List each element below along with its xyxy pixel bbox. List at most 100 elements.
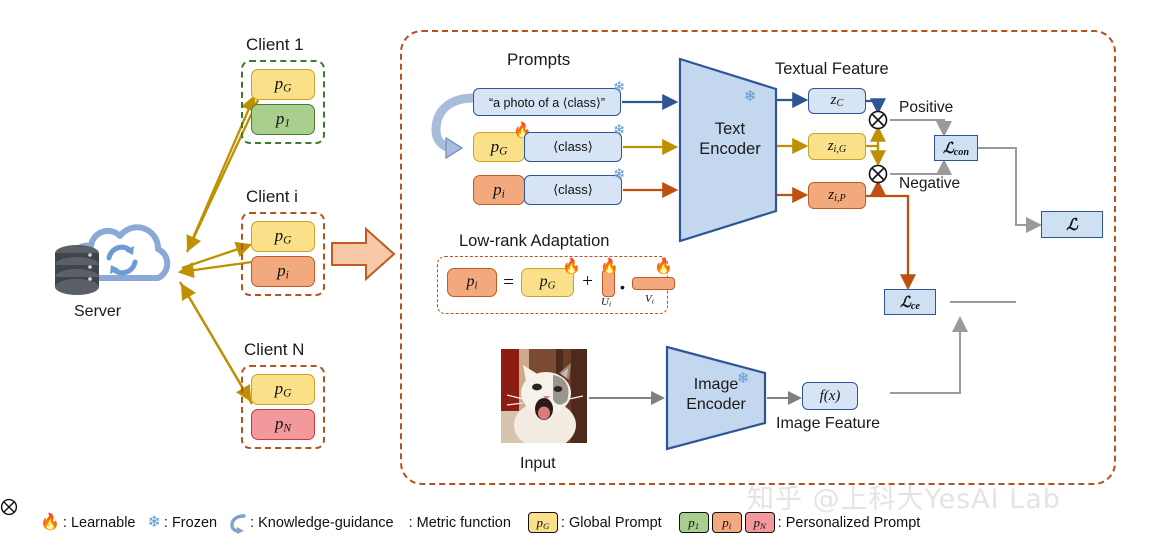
client-1-personal-prompt[interactable]: p1 [251, 104, 315, 135]
legend-p1-label: p1 [688, 514, 700, 531]
prompt-row-3-pi-label: pi [493, 179, 505, 201]
client-n-personal-prompt[interactable]: pN [251, 409, 315, 440]
server-icon [46, 216, 172, 296]
client-n-pg-label: pG [274, 379, 292, 400]
lora-rhs-chip[interactable]: pG [521, 268, 574, 297]
snowflake-icon: ❄ [147, 513, 161, 531]
lora-u-label: Ui [601, 296, 612, 309]
legend-bar: 🔥 : Learnable ❄ : Frozen : Knowledge-gui… [0, 498, 1168, 547]
legend-item-learnable: 🔥 : Learnable [40, 513, 136, 531]
snowflake-icon: ❄ [737, 370, 750, 387]
legend-pg-label: pG [536, 514, 550, 531]
image-feature-box[interactable]: f(x) [802, 382, 858, 410]
feature-zip[interactable]: zi,P [808, 182, 866, 209]
prompt-row-3-text[interactable]: ⟨class⟩ [524, 175, 622, 205]
lora-lhs-chip[interactable]: pi [447, 268, 497, 297]
text-encoder-line1: Text [714, 120, 746, 138]
lora-u-block[interactable] [602, 269, 615, 297]
legend-personalized-prompt-label: : Personalized Prompt [777, 514, 921, 531]
snowflake-icon: ❄ [613, 166, 626, 183]
legend-frozen-label: : Frozen [163, 514, 218, 531]
client-n-pn-label: pN [274, 414, 292, 435]
loss-ce-box[interactable]: ℒce [884, 289, 936, 315]
image-encoder-line2: Encoder [686, 396, 746, 413]
lora-lhs-label: pi [466, 273, 478, 292]
curved-arrow-icon [229, 512, 249, 534]
textual-feature-title: Textual Feature [775, 60, 889, 78]
client-i-pi-label: pi [277, 261, 289, 282]
feature-zip-label: zi,P [828, 186, 846, 205]
client-1-global-prompt[interactable]: pG [251, 69, 315, 100]
client-1-p1-label: p1 [275, 109, 291, 130]
client-i-pg-label: pG [274, 226, 292, 247]
legend-chip-pg: pG [527, 512, 558, 533]
prompt-row-2-text[interactable]: ⟨class⟩ [524, 132, 622, 162]
fire-icon: 🔥 [562, 258, 581, 275]
lora-box: pi = pG 🔥 + 🔥 Ui • 🔥 Vi [437, 256, 675, 314]
legend-chip-pi: pi [711, 512, 742, 533]
snowflake-icon: ❄ [613, 79, 626, 96]
image-feature-title: Image Feature [776, 415, 881, 432]
legend-item-metric-function: : Metric function [0, 498, 511, 531]
input-label: Input [520, 455, 556, 472]
legend-metric-label: : Metric function [408, 514, 511, 531]
loss-con-label: ℒcon [942, 141, 970, 159]
client-n-title-text: Client N [244, 340, 305, 359]
legend-learnable-label: : Learnable [62, 514, 136, 531]
lora-equals: = [502, 272, 515, 293]
legend-item-personalized-prompt: p1 pi pN : Personalized Prompt [678, 512, 921, 533]
prompt-row-2-prefix[interactable]: pG [473, 132, 525, 162]
feature-zc[interactable]: zC [808, 88, 866, 114]
client-n-title: Client N [244, 340, 304, 360]
image-feature-label: f(x) [819, 387, 841, 404]
prompts-title: Prompts [507, 50, 571, 69]
legend-item-global-prompt: pG : Global Prompt [527, 512, 662, 533]
snowflake-icon: ❄ [613, 122, 626, 139]
client-n-global-prompt[interactable]: pG [251, 374, 315, 405]
legend-pn-label: pN [753, 514, 766, 531]
text-encoder-line2: Encoder [699, 140, 761, 158]
negative-label: Negative [899, 175, 961, 192]
snowflake-icon: ❄ [744, 88, 757, 105]
lora-plus: + [581, 271, 594, 292]
fire-icon: 🔥 [40, 513, 60, 531]
loss-ce-label: ℒce [900, 295, 920, 313]
loss-con-box[interactable]: ℒcon [934, 135, 978, 161]
legend-global-prompt-label: : Global Prompt [560, 514, 662, 531]
client-i-global-prompt[interactable]: pG [251, 221, 315, 252]
lora-title: Low-rank Adaptation [459, 232, 610, 250]
client-1-title: Client 1 [246, 35, 304, 55]
prompt-row-1-text[interactable]: “a photo of a ⟨class⟩” [473, 88, 621, 116]
watermark: 知乎 @上科大YesAI Lab [747, 484, 1061, 515]
client-1-pg-label: pG [274, 74, 292, 95]
client-i-title: Client i [246, 187, 298, 207]
lora-v-block[interactable] [632, 277, 675, 290]
lora-v-label: Vi [645, 293, 654, 306]
client-i-personal-prompt[interactable]: pi [251, 256, 315, 287]
legend-item-knowledge-guidance: : Knowledge-guidance [229, 512, 394, 534]
loss-total-box[interactable]: ℒ [1041, 211, 1103, 238]
legend-kg-label: : Knowledge-guidance [250, 514, 394, 531]
prompt-row-2-label: ⟨class⟩ [553, 139, 593, 154]
feature-zig[interactable]: zi,G [808, 133, 866, 160]
client-n-box[interactable]: pG pN [241, 365, 325, 449]
loss-total-label: ℒ [1066, 217, 1078, 234]
lora-rhs-label: pG [539, 273, 556, 292]
legend-chip-pn: pN [744, 512, 775, 533]
client-1-title-text: Client 1 [246, 35, 304, 54]
client-i-title-text: Client i [246, 187, 298, 206]
client-1-box[interactable]: pG p1 [241, 60, 325, 144]
legend-item-frozen: ❄ : Frozen [147, 513, 218, 531]
server-label: Server [74, 303, 122, 320]
prompt-row-3-prefix[interactable]: pi [473, 175, 525, 205]
image-encoder-line1: Image [693, 376, 739, 393]
client-i-box[interactable]: pG pi [241, 212, 325, 296]
fire-icon: 🔥 [654, 258, 673, 275]
main-framework-panel [400, 30, 1116, 485]
feature-zig-label: zi,G [827, 137, 847, 156]
prompt-row-2-pg-label: pG [490, 136, 508, 158]
feature-zc-label: zC [830, 92, 844, 110]
